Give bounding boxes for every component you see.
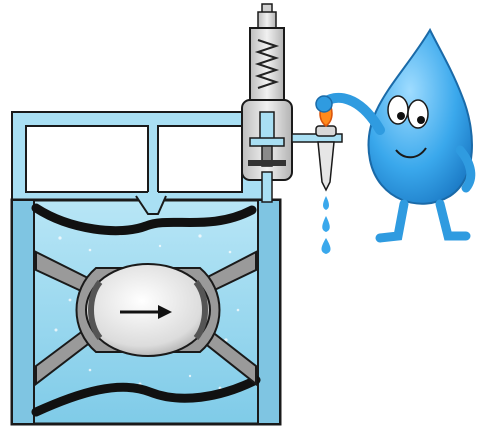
water-drops [322, 196, 331, 254]
flow-core [77, 264, 220, 356]
pilot-valve [242, 4, 292, 202]
control-tubing [12, 112, 267, 206]
